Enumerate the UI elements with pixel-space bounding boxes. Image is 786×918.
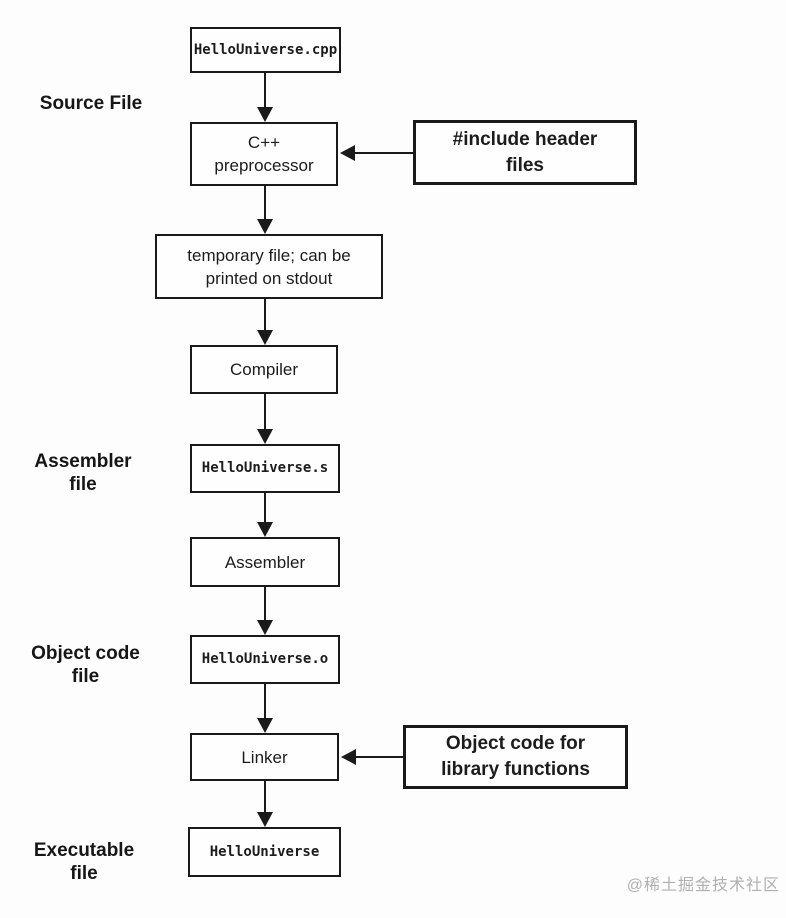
arrow-assembler-to-objectfile (257, 587, 273, 635)
arrow-linker-to-executable (257, 781, 273, 827)
node-temp-file: temporary file; can be printed on stdout (155, 234, 383, 299)
watermark-text: @稀土掘金技术社区 (626, 877, 780, 894)
node-assembler: Assembler (190, 537, 340, 587)
label-assembler-file: Assembler file (34, 451, 132, 495)
arrow-libobjects-to-linker (341, 749, 403, 765)
node-compiler: Compiler (190, 345, 338, 394)
arrow-compiler-to-assemblerfile (257, 394, 273, 444)
arrow-source-to-preprocessor (257, 73, 273, 122)
arrow-tempfile-to-compiler (257, 299, 273, 345)
node-assembler-output: HelloUniverse.s (190, 444, 340, 493)
label-object-code-file: Object code file (31, 643, 140, 687)
node-library-objects: Object code for library functions (403, 725, 628, 789)
node-include-headers: #include header files (413, 120, 637, 185)
node-linker: Linker (190, 733, 339, 781)
arrow-assemblerfile-to-assembler (257, 493, 273, 537)
node-source-file: HelloUniverse.cpp (190, 27, 341, 73)
label-source-file: Source File (39, 93, 143, 114)
label-executable-file: Executable file (33, 840, 135, 884)
node-executable: HelloUniverse (188, 827, 341, 877)
arrow-headers-to-preprocessor (340, 145, 413, 161)
node-object-file: HelloUniverse.o (190, 635, 340, 684)
arrow-preprocessor-to-tempfile (257, 186, 273, 234)
node-preprocessor: C++ preprocessor (190, 122, 338, 186)
arrow-objectfile-to-linker (257, 684, 273, 733)
